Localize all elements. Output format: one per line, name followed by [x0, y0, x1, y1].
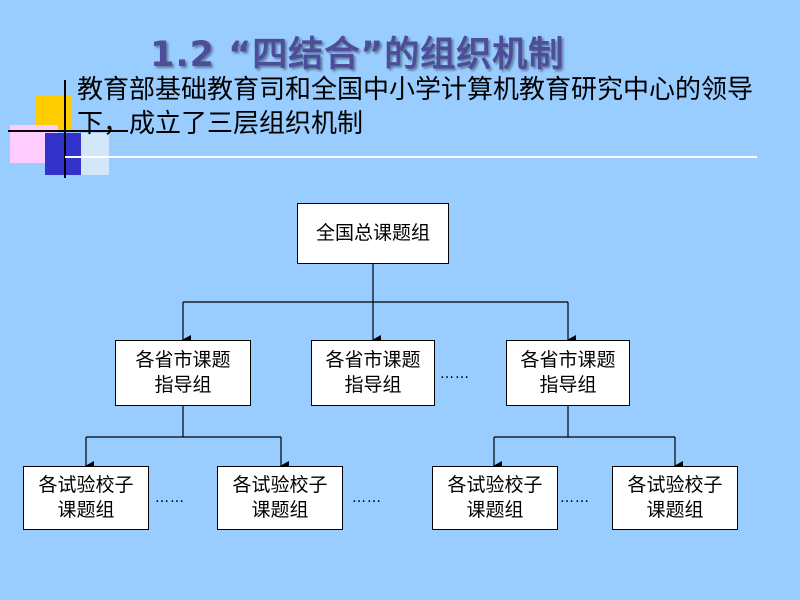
slide-title: 1.2 “四结合”的组织机制: [150, 35, 565, 75]
deco-horizontal-line: [8, 130, 128, 132]
slide-body-text: 教育部基础教育司和全国中小学计算机教育研究中心的领导下，成立了三层组织机制: [77, 75, 754, 139]
level2-ellipsis: ……: [440, 366, 470, 382]
org-node-level3-3: 各试验校子 课题组: [432, 466, 558, 530]
level3-ellipsis-3: ……: [560, 490, 590, 506]
org-node-level2-3: 各省市课题 指导组: [506, 340, 630, 406]
org-node-root: 全国总课题组: [297, 203, 449, 264]
org-node-level3-1: 各试验校子 课题组: [23, 466, 149, 530]
org-node-level2-1: 各省市课题 指导组: [115, 340, 251, 406]
title-underline: [65, 156, 757, 158]
level3-ellipsis-1: ……: [155, 490, 185, 506]
level3-ellipsis-2: ……: [352, 490, 382, 506]
org-node-level3-4: 各试验校子 课题组: [612, 466, 738, 530]
deco-lightblue-square: [81, 133, 109, 175]
org-node-level3-2: 各试验校子 课题组: [217, 466, 343, 530]
deco-vertical-line: [64, 80, 66, 178]
deco-blue-square: [45, 133, 81, 175]
org-node-level2-2: 各省市课题 指导组: [311, 340, 435, 406]
